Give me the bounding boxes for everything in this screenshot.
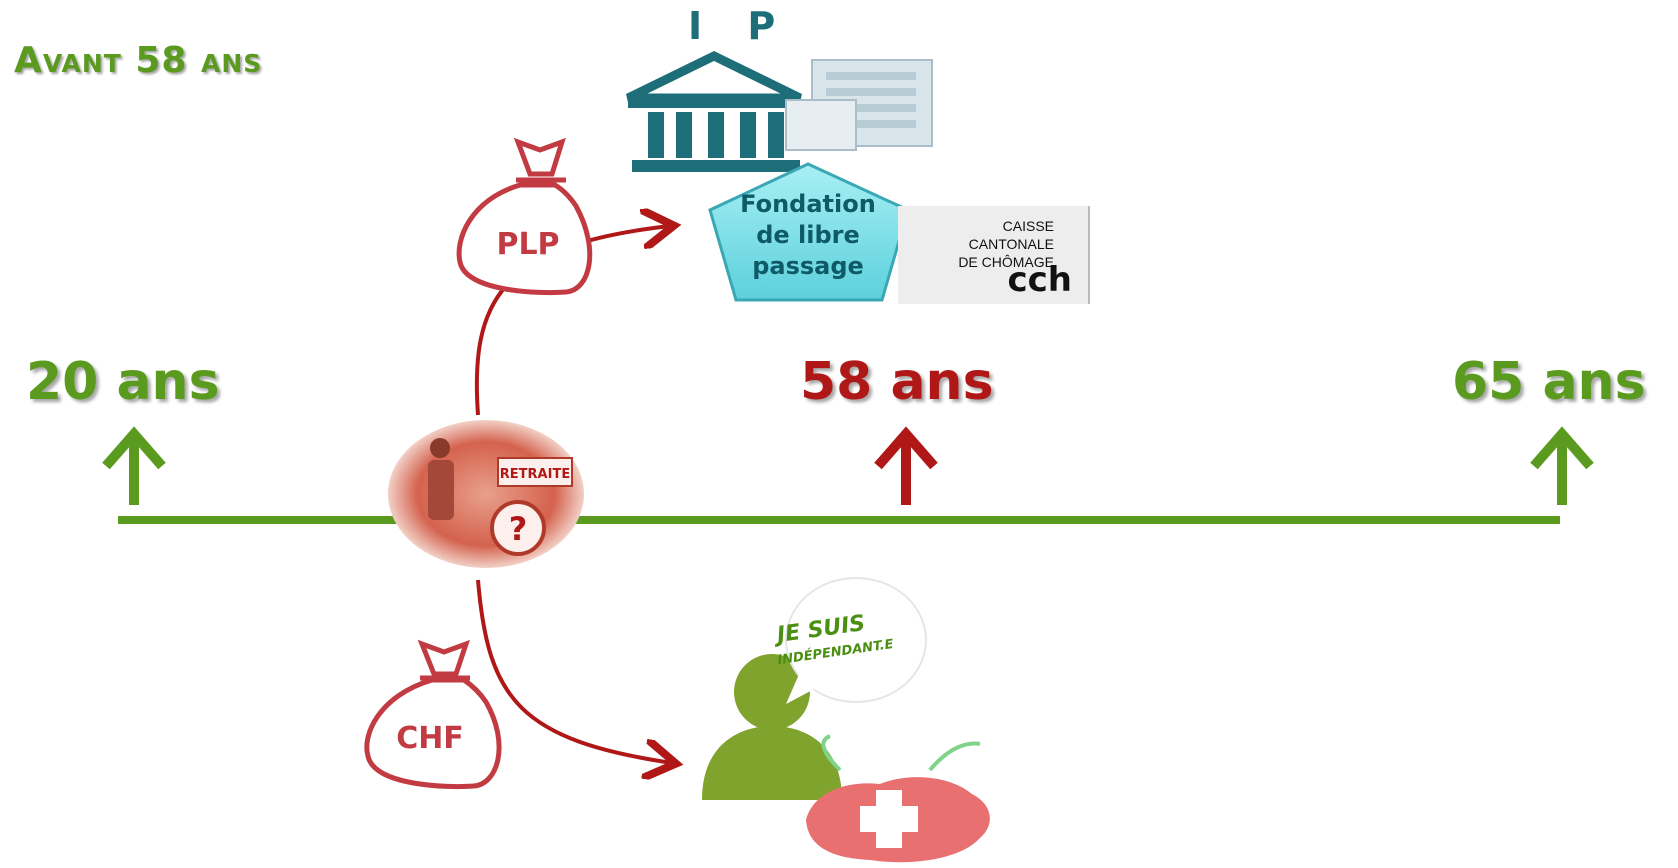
caisse-chomage-logo: CAISSE CANTONALE DE CHÔMAGE cch bbox=[898, 206, 1090, 304]
arrow-up-mid-icon bbox=[874, 426, 938, 505]
caisse-line3: DE CHÔMAGE bbox=[958, 254, 1054, 270]
page-title: Avant 58 ans bbox=[14, 40, 263, 81]
arrow-to-independant-icon bbox=[476, 579, 672, 763]
caisse-line2: CANTONALE bbox=[968, 236, 1054, 252]
fondation-line3: passage bbox=[752, 252, 864, 280]
question-mark-icon bbox=[490, 500, 546, 556]
caisse-line1: CAISSE bbox=[1002, 218, 1054, 234]
fondation-libre-passage-icon: Fondation de libre passage bbox=[708, 162, 910, 302]
swiss-map-icon bbox=[806, 734, 990, 863]
money-bag-chf-icon: CHF bbox=[364, 639, 502, 790]
institution-building-icon bbox=[626, 50, 802, 172]
age-label-end: 65 ans bbox=[1452, 352, 1646, 412]
fondation-line1: Fondation bbox=[740, 190, 876, 218]
ip-label: I P bbox=[688, 4, 792, 48]
fondation-line2: de libre bbox=[756, 221, 860, 249]
arrow-up-start-icon bbox=[102, 426, 166, 505]
cch-logo: cch bbox=[1007, 260, 1072, 300]
speech-bubble: JE SUIS INDÉPENDANT.E bbox=[772, 577, 927, 704]
retraite-photo: RETRAITE ? bbox=[388, 420, 584, 568]
retraite-sign bbox=[497, 457, 573, 487]
bag-chf-label: CHF bbox=[396, 721, 464, 756]
retraite-sign-label: RETRAITE bbox=[500, 467, 570, 482]
arrow-up-end-icon bbox=[1530, 426, 1594, 505]
age-label-mid: 58 ans bbox=[800, 352, 994, 412]
question-mark-label: ? bbox=[509, 510, 528, 548]
money-bag-plp-icon: PLP bbox=[456, 137, 593, 296]
bag-plp-label: PLP bbox=[496, 227, 559, 262]
person-icon bbox=[702, 654, 842, 800]
age-label-start: 20 ans bbox=[26, 352, 220, 412]
office-buildings-icon bbox=[785, 59, 933, 151]
